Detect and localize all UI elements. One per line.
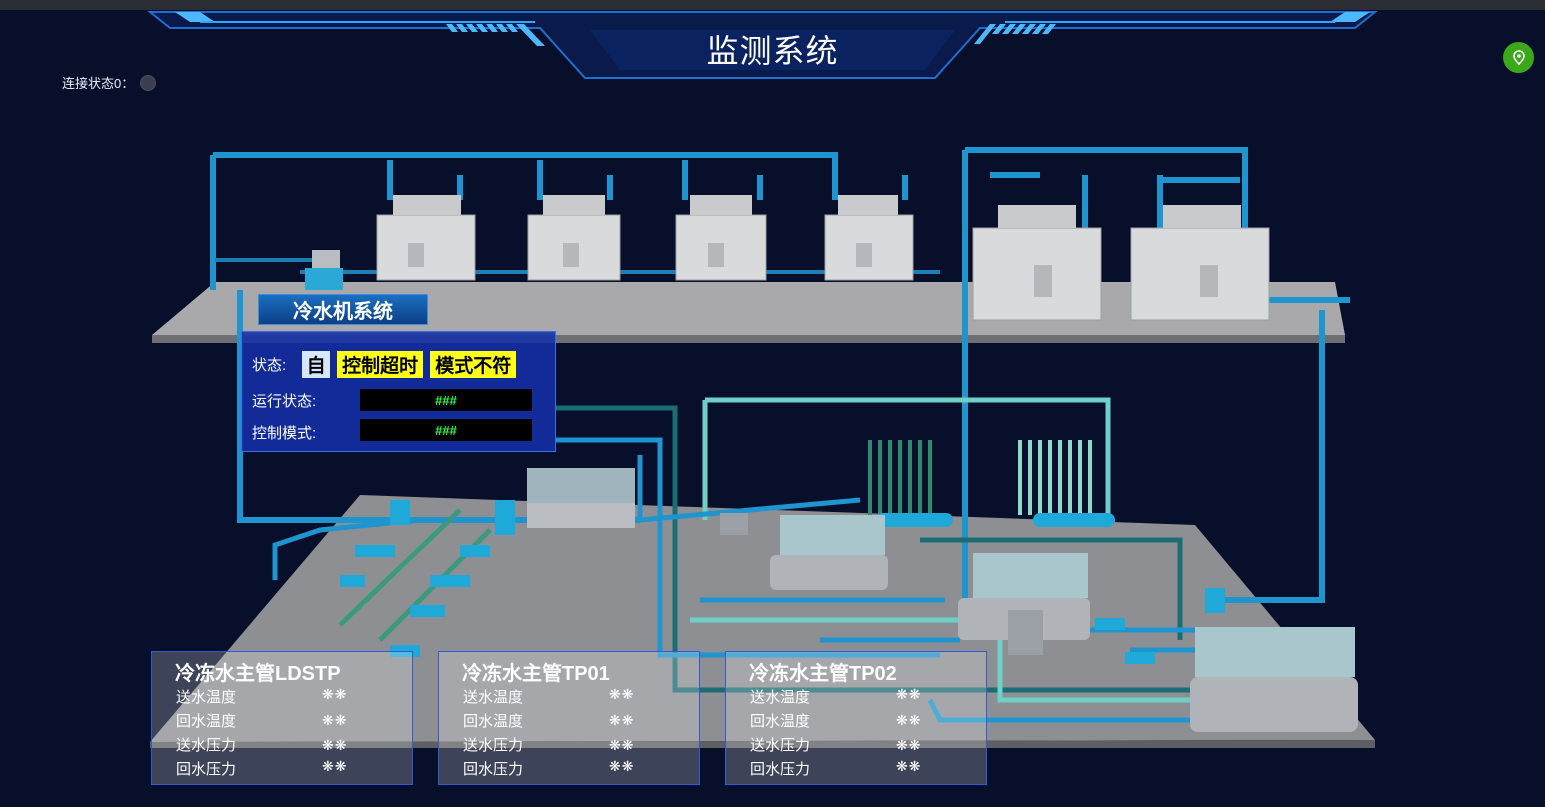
return-pressure-label: 回水压力 — [176, 761, 237, 778]
chiller-system-title: 冷水机系统 — [258, 294, 428, 325]
connection-status-indicator — [140, 74, 157, 91]
supply-temp-value: ❋❋ — [896, 686, 922, 702]
pipe-panel-title: 冷冻水主管LDSTP — [175, 663, 341, 685]
supply-temp-value: ❋❋ — [609, 686, 635, 702]
supply-temp-label: 送水温度 — [750, 689, 811, 706]
status-label: 状态: — [252, 357, 287, 374]
return-temp-value: ❋❋ — [609, 712, 635, 728]
header: 监测系统 — [0, 0, 1545, 90]
cooling-towers — [305, 195, 1270, 321]
return-pressure-label: 回水压力 — [750, 761, 811, 778]
header-frame — [147, 11, 1378, 79]
auto-mode-badge[interactable]: 自 — [302, 351, 331, 378]
browser-top-bar — [0, 0, 1545, 10]
supply-pressure-label: 送水压力 — [176, 737, 237, 754]
pumps — [340, 500, 1225, 664]
supply-temp-value: ❋❋ — [322, 686, 348, 702]
location-button[interactable] — [1503, 42, 1534, 73]
supply-pressure-value: ❋❋ — [896, 737, 922, 753]
supply-pressure-value: ❋❋ — [322, 737, 348, 753]
connection-status: 连接状态0： — [62, 73, 157, 92]
pipe-panel-tp01[interactable]: 冷冻水主管TP01 送水温度 ❋❋ 回水温度 ❋❋ 送水压力 ❋❋ 回水压力 ❋… — [438, 651, 700, 785]
control-timeout-badge[interactable]: 控制超时 — [337, 351, 424, 378]
tank — [875, 513, 953, 527]
mode-mismatch-badge[interactable]: 模式不符 — [430, 351, 517, 378]
return-temp-value: ❋❋ — [896, 712, 922, 728]
chillers — [527, 468, 1358, 732]
pipe-panel-tp02[interactable]: 冷冻水主管TP02 送水温度 ❋❋ 回水温度 ❋❋ 送水压力 ❋❋ 回水压力 ❋… — [725, 651, 987, 785]
connection-status-label: 连接状态0： — [62, 76, 135, 91]
pipe-panel-title: 冷冻水主管TP02 — [749, 663, 897, 685]
return-temp-label: 回水温度 — [463, 713, 524, 730]
return-temp-value: ❋❋ — [322, 712, 348, 728]
return-pressure-value: ❋❋ — [609, 758, 635, 774]
supply-pressure-value: ❋❋ — [609, 737, 635, 753]
page-title: 监测系统 — [706, 33, 839, 69]
return-pressure-label: 回水压力 — [463, 761, 524, 778]
location-pin-icon — [1512, 49, 1525, 65]
supply-temp-label: 送水温度 — [176, 689, 237, 706]
status-row: 状态: 自 控制超时 模式不符 — [252, 351, 517, 378]
return-pressure-value: ❋❋ — [896, 758, 922, 774]
control-mode-label: 控制模式: — [252, 425, 317, 442]
return-pressure-value: ❋❋ — [322, 758, 348, 774]
roof-pipes — [210, 147, 1350, 640]
run-state-row: 运行状态: — [252, 390, 316, 411]
control-mode-row: 控制模式: — [252, 422, 316, 443]
control-mode-value: ### — [360, 419, 532, 441]
supply-temp-label: 送水温度 — [463, 689, 524, 706]
supply-pressure-label: 送水压力 — [750, 737, 811, 754]
pipe-panel-title: 冷冻水主管TP01 — [462, 663, 610, 685]
supply-pressure-label: 送水压力 — [463, 737, 524, 754]
tank — [1033, 513, 1115, 527]
heat-exchangers — [868, 440, 1092, 515]
chiller-system-panel: 状态: 自 控制超时 模式不符 运行状态: ### 控制模式: ### — [241, 331, 556, 452]
return-temp-label: 回水温度 — [176, 713, 237, 730]
return-temp-label: 回水温度 — [750, 713, 811, 730]
pipe-panel-ldstp[interactable]: 冷冻水主管LDSTP 送水温度 ❋❋ 回水温度 ❋❋ 送水压力 ❋❋ 回水压力 … — [151, 651, 413, 785]
run-state-label: 运行状态: — [252, 393, 317, 410]
run-state-value: ### — [360, 389, 532, 411]
